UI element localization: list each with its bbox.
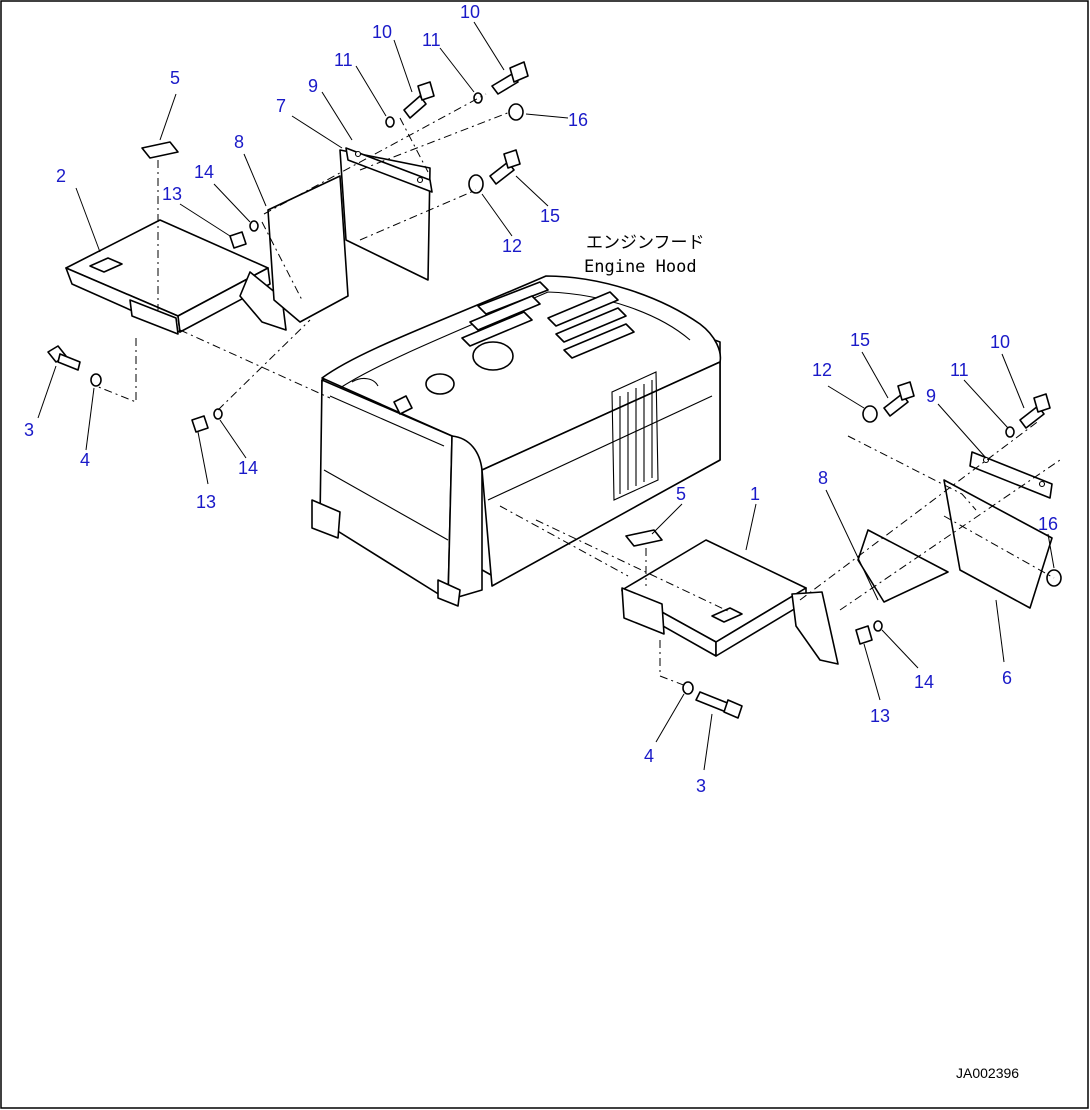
- bolt-15b: [883, 381, 915, 417]
- callout-11: 11: [950, 360, 969, 380]
- callout-13: 13: [870, 706, 890, 726]
- callout-2: 2: [56, 166, 66, 186]
- callout-14: 14: [194, 162, 214, 182]
- callout-1: 1: [750, 484, 760, 504]
- washer-11a: [385, 116, 395, 128]
- bolt-3b: [695, 691, 743, 719]
- callout-13: 13: [162, 184, 182, 204]
- nut-13b: [191, 415, 209, 433]
- washer-12b: [862, 405, 878, 423]
- document-id: JA002396: [956, 1065, 1019, 1081]
- bolt-15a: [489, 149, 521, 185]
- hood-side-grille: [611, 371, 659, 501]
- bolt-10c: [1019, 393, 1051, 429]
- callout-9: 9: [926, 386, 936, 406]
- callout-6: 6: [1002, 668, 1012, 688]
- cover-plate-6: [943, 479, 1053, 609]
- callout-14: 14: [914, 672, 934, 692]
- callout-4: 4: [644, 746, 654, 766]
- bracket-9b: [969, 451, 1053, 499]
- callout-5: 5: [676, 484, 686, 504]
- washer-14a: [249, 220, 259, 232]
- callout-11: 11: [334, 50, 353, 70]
- callout-13: 13: [196, 492, 216, 512]
- callout-12: 12: [812, 360, 832, 380]
- leader-lines: [37, 21, 1055, 771]
- callout-3: 3: [696, 776, 706, 796]
- callout-4: 4: [80, 450, 90, 470]
- hood-filler: [425, 373, 455, 395]
- nut-13c: [855, 625, 873, 645]
- callout-3: 3: [24, 420, 34, 440]
- washer-12a: [468, 174, 484, 194]
- callout-15: 15: [540, 206, 560, 226]
- nut-13a: [229, 231, 247, 249]
- washer-4b: [682, 681, 694, 695]
- callout-16: 16: [1038, 514, 1058, 534]
- callout-10: 10: [372, 22, 392, 42]
- callout-10: 10: [990, 332, 1010, 352]
- engine-hood-label-en: Engine Hood: [584, 257, 697, 277]
- engine-hood: [311, 275, 722, 607]
- label-plate-5b: [625, 529, 663, 547]
- callout-11: 11: [422, 30, 441, 50]
- bolt-10a: [403, 81, 435, 119]
- plate-8: [857, 529, 949, 603]
- callout-labels: 5 2 13 14 8 7 9 11 10 11 10 16 15 12 3 4…: [24, 2, 1058, 796]
- right-bracket-assembly: [499, 381, 1062, 719]
- callout-8: 8: [818, 468, 828, 488]
- callout-5: 5: [170, 68, 180, 88]
- callout-14: 14: [238, 458, 258, 478]
- washer-11b: [473, 92, 483, 104]
- callout-12: 12: [502, 236, 522, 256]
- washer-14b: [213, 408, 223, 420]
- washer-11c: [1005, 426, 1015, 438]
- washer-16a: [508, 103, 524, 121]
- bolt-10b: [491, 61, 529, 95]
- callout-8: 8: [234, 132, 244, 152]
- callout-15: 15: [850, 330, 870, 350]
- bracket-9a: [345, 147, 433, 193]
- callout-10: 10: [460, 2, 480, 22]
- bolt-3a: [47, 345, 81, 371]
- callout-7: 7: [276, 96, 286, 116]
- callout-16: 16: [568, 110, 588, 130]
- plate-7: [267, 175, 349, 323]
- washer-4a: [90, 373, 102, 387]
- hood-cap: [472, 341, 514, 371]
- left-bracket-assembly: [47, 61, 529, 433]
- hood-top-vents: [461, 281, 635, 359]
- callout-9: 9: [308, 76, 318, 96]
- washer-14c: [873, 620, 883, 632]
- engine-hood-label-jp: エンジンフード: [586, 233, 705, 253]
- label-plate-5a: [141, 141, 179, 159]
